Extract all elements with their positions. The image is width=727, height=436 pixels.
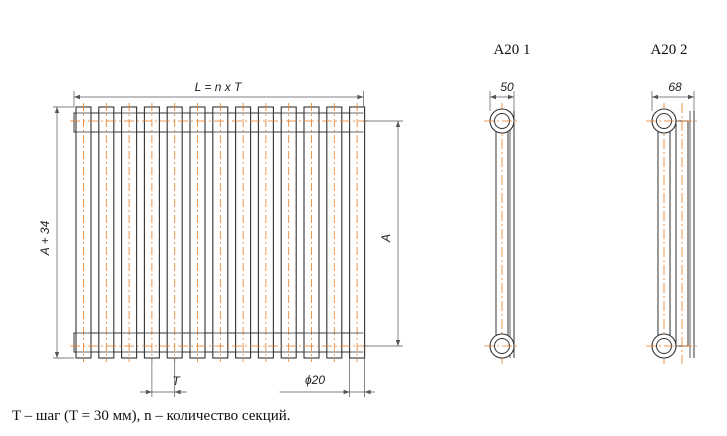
width-arrow-left: [74, 94, 80, 100]
axis-arrow-top: [395, 121, 401, 127]
front-view: [53, 91, 403, 397]
side-view-2-title: A20 2: [650, 42, 687, 58]
tube-arrow-right: [364, 389, 371, 395]
side-view-2-depth-label: 68: [668, 80, 682, 94]
height-arrow-top: [54, 107, 60, 113]
side-view-a20-2: [646, 91, 700, 364]
height-arrow-bottom: [54, 352, 60, 358]
caption-text: T – шаг (T = 30 мм), n – количество секц…: [12, 408, 291, 424]
pitch-arrow-right: [174, 389, 181, 395]
width-dimension-label: L = n x T: [195, 80, 243, 94]
side1-depth-arrow-left: [490, 94, 496, 100]
height-dimension-label: A + 34: [38, 220, 52, 256]
width-arrow-right: [357, 94, 364, 100]
pitch-label: T: [172, 374, 181, 388]
side-view-a20-1: [484, 91, 520, 364]
side-view-1-depth-label: 50: [500, 80, 514, 94]
pitch-arrow-left: [145, 389, 152, 395]
axis-distance-label: A: [379, 234, 393, 243]
side1-depth-arrow-right: [508, 94, 514, 100]
side-view-1-title: A20 1: [493, 42, 530, 58]
side2-depth-arrow-left: [652, 94, 658, 100]
tube-arrow-left: [343, 389, 350, 395]
tube-diameter-label: ϕ20: [305, 373, 325, 387]
side2-depth-arrow-right: [688, 94, 694, 100]
axis-arrow-bottom: [395, 340, 401, 346]
